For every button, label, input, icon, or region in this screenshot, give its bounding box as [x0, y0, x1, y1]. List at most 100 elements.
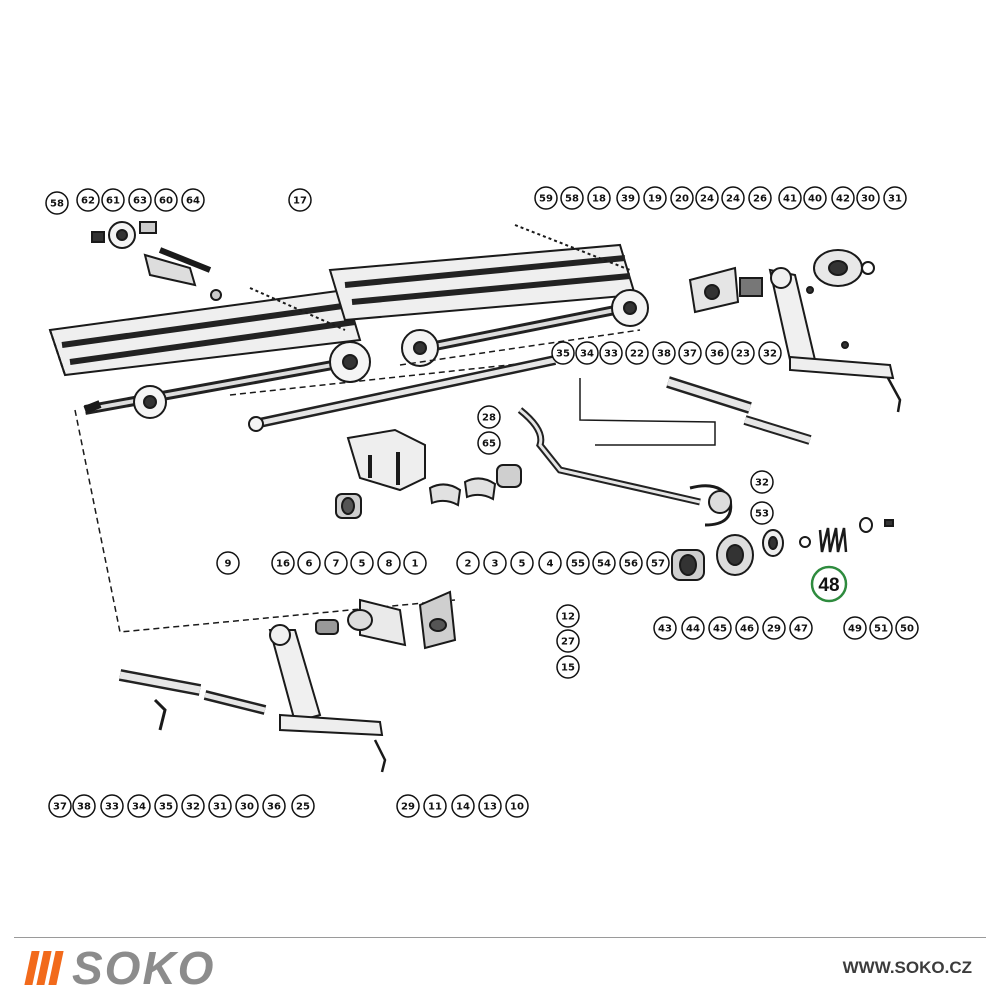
callout-7: 7 — [324, 551, 348, 575]
left-roller-assembly — [48, 287, 371, 419]
callout-label: 57 — [651, 559, 665, 570]
callout-label: 17 — [293, 196, 307, 207]
callout-label: 23 — [736, 349, 750, 360]
footer-divider — [14, 937, 986, 938]
callout-33: 33 — [599, 341, 623, 365]
callout-40: 40 — [803, 186, 827, 210]
callout-33: 33 — [100, 794, 124, 818]
callout-24: 24 — [695, 186, 719, 210]
callout-label: 22 — [630, 349, 644, 360]
callout-label: 32 — [755, 478, 769, 489]
callout-label: 37 — [683, 349, 697, 360]
callout-label: 7 — [333, 559, 340, 570]
callout-label: 24 — [700, 194, 714, 205]
callout-label: 6 — [306, 559, 313, 570]
callout-26: 26 — [748, 186, 772, 210]
callout-35: 35 — [551, 341, 575, 365]
callout-label: 39 — [621, 194, 635, 205]
callout-25: 25 — [291, 794, 315, 818]
callout-32: 32 — [758, 341, 782, 365]
callout-label: 43 — [658, 624, 672, 635]
callout-label: 29 — [401, 802, 415, 813]
callout-58: 58 — [560, 186, 584, 210]
callout-label: 24 — [726, 194, 740, 205]
callout-label: 36 — [710, 349, 724, 360]
callout-56: 56 — [619, 551, 643, 575]
callout-label: 16 — [276, 559, 290, 570]
callout-19: 19 — [643, 186, 667, 210]
callout-64: 64 — [181, 188, 205, 212]
callout-13: 13 — [478, 794, 502, 818]
callout-45: 45 — [708, 616, 732, 640]
callout-label: 19 — [648, 194, 662, 205]
callout-37: 37 — [48, 794, 72, 818]
website-link[interactable]: WWW.SOKO.CZ — [842, 958, 972, 977]
callout-label: 31 — [213, 802, 227, 813]
callout-46: 46 — [735, 616, 759, 640]
callout-label: 38 — [657, 349, 671, 360]
callout-label: 31 — [888, 194, 902, 205]
callout-1: 1 — [403, 551, 427, 575]
highlighted-callout: 48 — [810, 565, 848, 603]
middle-shafts — [579, 376, 812, 446]
callout-label: 4 — [547, 559, 554, 570]
callout-59: 59 — [534, 186, 558, 210]
clutch-group — [671, 517, 894, 581]
callout-9: 9 — [216, 551, 240, 575]
logo-stripes — [24, 951, 64, 985]
callout-label: 62 — [81, 196, 95, 207]
callout-36: 36 — [262, 794, 286, 818]
callout-label: 12 — [561, 612, 575, 623]
callout-3: 3 — [483, 551, 507, 575]
parts-drawing — [48, 221, 902, 773]
callout-5: 5 — [350, 551, 374, 575]
callout-34: 34 — [127, 794, 151, 818]
callout-50: 50 — [895, 616, 919, 640]
callout-36: 36 — [705, 341, 729, 365]
callout-label: 44 — [686, 624, 700, 635]
callout-14: 14 — [451, 794, 475, 818]
callout-label: 54 — [597, 559, 611, 570]
callout-label: 34 — [132, 802, 146, 813]
callout-18: 18 — [587, 186, 611, 210]
callout-label: 2 — [465, 559, 472, 570]
callout-label: 8 — [386, 559, 393, 570]
callout-47: 47 — [789, 616, 813, 640]
callout-label: 37 — [53, 802, 67, 813]
callout-4: 4 — [538, 551, 562, 575]
callout-31: 31 — [208, 794, 232, 818]
callout-label: 15 — [561, 663, 575, 674]
callout-label: 55 — [571, 559, 585, 570]
callout-44: 44 — [681, 616, 705, 640]
callout-label: 60 — [159, 196, 173, 207]
callout-32: 32 — [181, 794, 205, 818]
callout-2: 2 — [456, 551, 480, 575]
callout-29: 29 — [762, 616, 786, 640]
callout-label: 13 — [483, 802, 497, 813]
callout-label: 28 — [482, 413, 496, 424]
callout-51: 51 — [869, 616, 893, 640]
callout-label: 35 — [556, 349, 570, 360]
callout-6: 6 — [297, 551, 321, 575]
top-left-small-parts — [91, 221, 222, 301]
callout-label: 46 — [740, 624, 754, 635]
callout-30: 30 — [235, 794, 259, 818]
callout-label: 26 — [753, 194, 767, 205]
callout-34: 34 — [575, 341, 599, 365]
bearing-bracket-parts — [335, 428, 522, 519]
callout-39: 39 — [616, 186, 640, 210]
callout-label: 5 — [359, 559, 366, 570]
callout-label: 47 — [794, 624, 808, 635]
callout-22: 22 — [625, 341, 649, 365]
callout-38: 38 — [72, 794, 96, 818]
callout-32: 32 — [750, 470, 774, 494]
callout-label: 27 — [561, 637, 575, 648]
top-right-parts — [688, 249, 902, 413]
callout-label: 45 — [713, 624, 727, 635]
callout-label: 30 — [861, 194, 875, 205]
callout-12: 12 — [556, 604, 580, 628]
callout-24: 24 — [721, 186, 745, 210]
callout-label: 32 — [186, 802, 200, 813]
callout-16: 16 — [271, 551, 295, 575]
callout-label: 40 — [808, 194, 822, 205]
